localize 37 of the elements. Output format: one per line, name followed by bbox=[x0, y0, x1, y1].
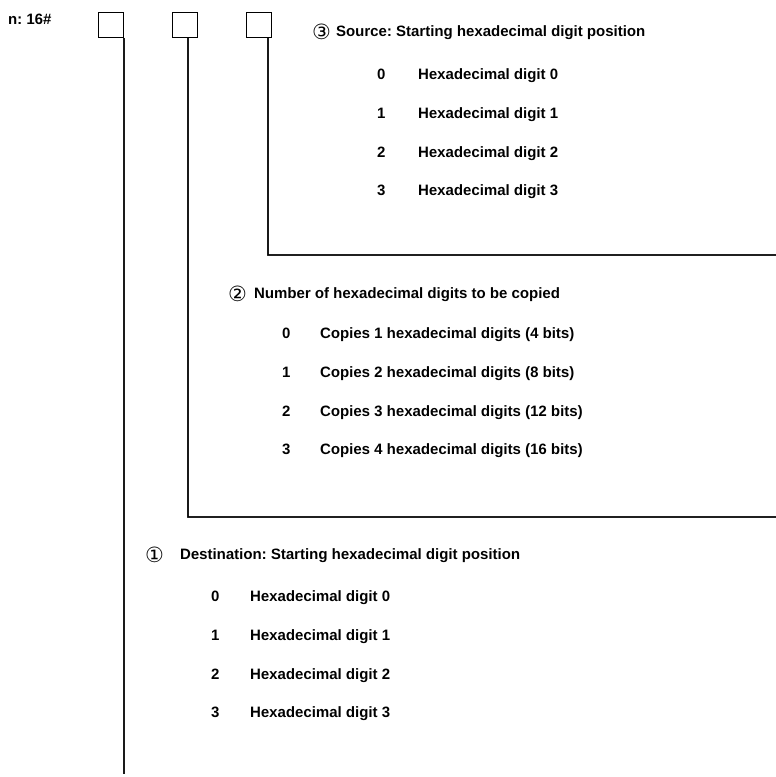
option-value: 3 bbox=[211, 704, 220, 722]
bracket-line bbox=[123, 38, 125, 774]
label-text: Copies 1 hexadecimal digits (4 bits) bbox=[320, 325, 574, 343]
option-value: 3 bbox=[377, 182, 386, 200]
option-value: 2 bbox=[211, 666, 220, 684]
option-value: 2 bbox=[377, 144, 386, 162]
empty-box bbox=[172, 12, 198, 38]
empty-box bbox=[98, 12, 124, 38]
circled-number: ③ bbox=[312, 21, 331, 43]
bracket-line bbox=[267, 38, 776, 256]
option-value: 1 bbox=[377, 104, 386, 123]
label-text: Hexadecimal digit 3 bbox=[250, 704, 390, 722]
option-value: 0 bbox=[211, 588, 220, 606]
label-text: Copies 4 hexadecimal digits (16 bits) bbox=[320, 441, 583, 460]
empty-box bbox=[246, 12, 272, 38]
label-text: Hexadecimal digit 1 bbox=[418, 104, 558, 123]
option-value: 0 bbox=[377, 66, 386, 84]
label-text: Destination: Starting hexadecimal digit position bbox=[180, 546, 520, 564]
label-text: Hexadecimal digit 2 bbox=[250, 666, 390, 684]
label-text: Hexadecimal digit 3 bbox=[418, 182, 558, 200]
label-text: Hexadecimal digit 0 bbox=[250, 588, 390, 606]
option-value: 3 bbox=[282, 441, 290, 460]
option-value: 1 bbox=[211, 626, 220, 645]
option-value: 1 bbox=[282, 364, 290, 382]
option-value: 2 bbox=[282, 402, 290, 421]
label-text: Number of hexadecimal digits to be copied bbox=[254, 285, 560, 303]
label-text: Source: Starting hexadecimal digit position bbox=[336, 23, 646, 41]
label-text: Hexadecimal digit 1 bbox=[250, 626, 390, 645]
circled-number: ① bbox=[145, 544, 164, 566]
label-text: n: 16# bbox=[8, 11, 52, 29]
label-text: Copies 3 hexadecimal digits (12 bits) bbox=[320, 402, 583, 421]
label-text: Hexadecimal digit 2 bbox=[418, 144, 558, 162]
bracket-line bbox=[187, 38, 776, 518]
option-value: 0 bbox=[282, 325, 290, 343]
circled-number: ② bbox=[228, 283, 247, 305]
label-text: Hexadecimal digit 0 bbox=[418, 66, 558, 84]
label-text: Copies 2 hexadecimal digits (8 bits) bbox=[320, 364, 574, 382]
